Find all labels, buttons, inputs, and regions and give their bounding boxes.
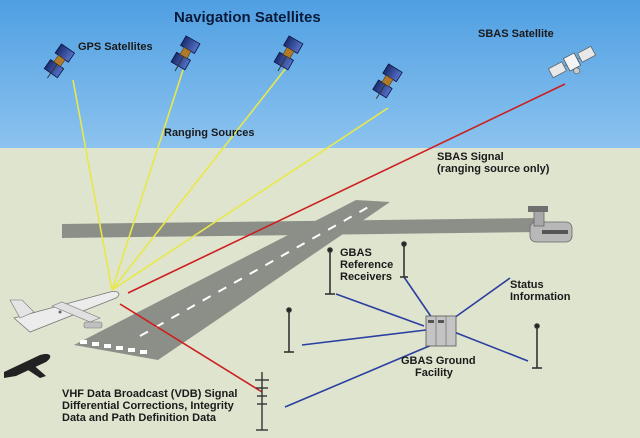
reference-receiver-icon [284,307,294,353]
data-links [284,276,529,408]
aircraft-silhouette-icon [4,353,51,378]
sbas-signal-line [127,83,566,294]
gps-satellite-2-icon [170,35,201,72]
runway-centerline [139,204,373,337]
reference-receiver-icon [400,241,408,278]
vdb-antenna-icon [255,372,269,431]
diagram-title: Navigation Satellites [174,9,321,26]
sbas-signal-label: SBAS Signal [437,151,504,163]
ranging-signals [72,67,389,291]
gps-satellite-1-icon [43,43,76,79]
ground-facility-icon [425,315,457,347]
main-runway [74,200,390,360]
gps-satellites-label: GPS Satellites [78,41,153,53]
airliner-icon [9,291,120,333]
reference-receiver-icon [532,323,542,369]
cross-runway [62,218,540,238]
status-information-label: Status Information [510,279,571,303]
vdb-signal-label: VHF Data Broadcast (VDB) Signal Differen… [62,388,238,424]
sbas-satellite-icon [547,45,597,79]
control-tower-icon [528,206,573,243]
sky-region [0,0,640,148]
ranging-sources-label: Ranging Sources [164,127,255,139]
sbas-signal-note: (ranging source only) [437,163,550,175]
gps-satellite-4-icon [372,63,403,99]
gps-satellite-3-icon [273,35,304,72]
reference-receivers-label: GBAS Reference Receivers [340,247,394,283]
vdb-signal-line [119,303,263,393]
sbas-satellite-label: SBAS Satellite [478,28,554,40]
ground-facility-label: GBAS Ground Facility [401,355,476,379]
threshold-markings [80,340,147,354]
reference-receiver-icon [325,247,335,295]
